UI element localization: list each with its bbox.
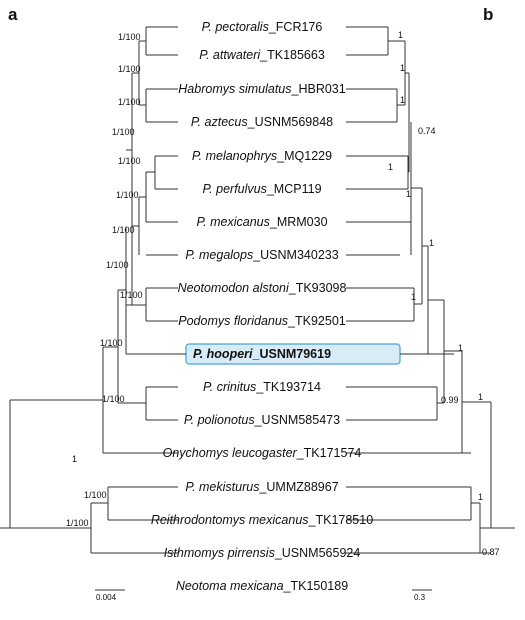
support-value-right: 1 bbox=[458, 343, 463, 353]
taxon-label: P. crinitus_TK193714 bbox=[203, 380, 321, 394]
voucher-id: _TK171574 bbox=[296, 446, 362, 460]
support-value-right: 0.74 bbox=[418, 126, 436, 136]
taxon-name: Podomys floridanus bbox=[178, 314, 288, 328]
support-value-left: 1/100 bbox=[112, 225, 135, 235]
support-value-left: 1/100 bbox=[118, 64, 141, 74]
taxon-label: P. aztecus_USNM569848 bbox=[191, 115, 333, 129]
taxon-label-highlighted: P. hooperi_USNM79619 bbox=[193, 347, 331, 361]
taxon-label: Onychomys leucogaster_TK171574 bbox=[163, 446, 362, 460]
support-value-left: 1/100 bbox=[106, 260, 129, 270]
taxon-label: Neotomodon alstoni_TK93098 bbox=[178, 281, 347, 295]
support-value-right: 1 bbox=[429, 238, 434, 248]
taxon-label: P. pectoralis_FCR176 bbox=[202, 20, 323, 34]
support-value-right: 0.87 bbox=[482, 547, 500, 557]
taxon-name: P. polionotus bbox=[184, 413, 255, 427]
support-value-right: 1 bbox=[411, 292, 416, 302]
taxon-label: P. attwateri_TK185663 bbox=[199, 48, 325, 62]
voucher-id: _TK150189 bbox=[283, 579, 349, 593]
voucher-id: _TK92501 bbox=[287, 314, 346, 328]
taxon-name: P. melanophrys bbox=[192, 149, 277, 163]
support-value-left: 1/100 bbox=[102, 394, 125, 404]
taxon-name: P. megalops bbox=[185, 248, 253, 262]
voucher-id: _USNM340233 bbox=[252, 248, 339, 262]
voucher-id: _TK193714 bbox=[255, 380, 321, 394]
taxon-label: P. polionotus_USNM585473 bbox=[184, 413, 340, 427]
taxon-label: Podomys floridanus_TK92501 bbox=[178, 314, 346, 328]
voucher-id: _MCP119 bbox=[266, 182, 322, 196]
support-value-left: 1/100 bbox=[118, 32, 141, 42]
taxon-name: P. hooperi bbox=[193, 347, 253, 361]
voucher-id: _TK178510 bbox=[308, 513, 374, 527]
taxon-label: Neotoma mexicana_TK150189 bbox=[176, 579, 348, 593]
support-value-left: 1/100 bbox=[66, 518, 89, 528]
voucher-id: _USNM79619 bbox=[252, 347, 332, 361]
taxon-name: P. perfulvus bbox=[202, 182, 266, 196]
voucher-id: _USNM569848 bbox=[247, 115, 334, 129]
taxon-name: P. pectoralis bbox=[202, 20, 269, 34]
taxon-name: P. mexicanus bbox=[196, 215, 269, 229]
taxon-name: P. aztecus bbox=[191, 115, 248, 129]
taxon-name: P. crinitus bbox=[203, 380, 256, 394]
support-value-right: 1 bbox=[388, 162, 393, 172]
support-value-right: 1 bbox=[398, 30, 403, 40]
taxon-name: Isthmomys pirrensis bbox=[164, 546, 275, 560]
scale-label-right: 0.3 bbox=[414, 593, 426, 602]
taxon-label: Reithrodontomys mexicanus_TK178510 bbox=[151, 513, 373, 527]
taxon-label: P. mexicanus_MRM030 bbox=[196, 215, 327, 229]
scale-label-left: 0.004 bbox=[96, 593, 117, 602]
support-value-right: 1 bbox=[478, 492, 483, 502]
panel-label-b: b bbox=[483, 5, 493, 24]
support-value-left: 1/100 bbox=[112, 127, 135, 137]
support-value-right: 0.99 bbox=[441, 395, 459, 405]
voucher-id: _MQ1229 bbox=[276, 149, 332, 163]
voucher-id: _USNM565924 bbox=[274, 546, 361, 560]
support-value-left: 1/100 bbox=[118, 97, 141, 107]
taxon-name: P. attwateri bbox=[199, 48, 261, 62]
support-value-left: 1/100 bbox=[116, 190, 139, 200]
support-value-left: 1/100 bbox=[84, 490, 107, 500]
taxon-name: Onychomys leucogaster bbox=[163, 446, 298, 460]
voucher-id: _FCR176 bbox=[268, 20, 323, 34]
taxon-label: P. megalops_USNM340233 bbox=[185, 248, 338, 262]
taxon-label: P. mekisturus_UMMZ88967 bbox=[185, 480, 338, 494]
voucher-id: _TK93098 bbox=[288, 281, 347, 295]
panel-label-a: a bbox=[8, 5, 18, 24]
support-value-left: 1/100 bbox=[100, 338, 123, 348]
taxon-name: Neotomodon alstoni bbox=[178, 281, 290, 295]
taxon-name: Neotoma mexicana bbox=[176, 579, 284, 593]
voucher-id: _HBR031 bbox=[291, 82, 346, 96]
support-value-left: 1/100 bbox=[118, 156, 141, 166]
taxon-name: Habromys simulatus bbox=[178, 82, 291, 96]
voucher-id: _TK185663 bbox=[259, 48, 325, 62]
taxon-label: Habromys simulatus_HBR031 bbox=[178, 82, 345, 96]
taxon-label: P. melanophrys_MQ1229 bbox=[192, 149, 332, 163]
taxon-label: Isthmomys pirrensis_USNM565924 bbox=[164, 546, 361, 560]
taxon-name: P. mekisturus bbox=[185, 480, 259, 494]
taxon-label: P. perfulvus_MCP119 bbox=[202, 182, 321, 196]
support-value-right: 1 bbox=[400, 95, 405, 105]
voucher-id: _USNM585473 bbox=[254, 413, 341, 427]
support-value-right: 1 bbox=[478, 392, 483, 402]
voucher-id: _MRM030 bbox=[269, 215, 328, 229]
voucher-id: _UMMZ88967 bbox=[258, 480, 338, 494]
support-value-right: 1 bbox=[400, 63, 405, 73]
taxon-name: Reithrodontomys mexicanus bbox=[151, 513, 309, 527]
support-value-right: 1 bbox=[406, 189, 411, 199]
support-value-left: 1/100 bbox=[120, 290, 143, 300]
support-value-left: 1 bbox=[72, 454, 77, 464]
